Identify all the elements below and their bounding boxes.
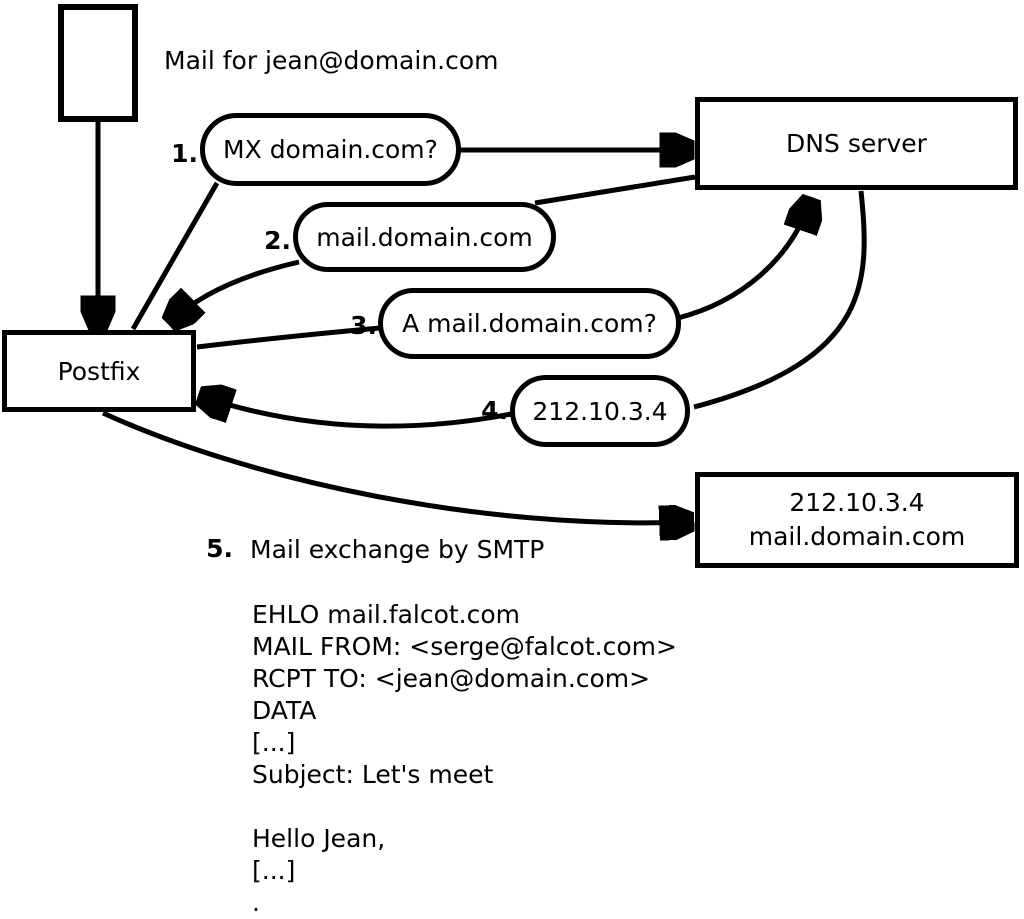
smtp-session-transcript: EHLO mail.falcot.com MAIL FROM: <serge@f…: [252, 600, 677, 917]
mx-answer-label: mail.domain.com: [316, 222, 533, 252]
arrow-a-answer-to-postfix: [203, 397, 512, 429]
step-5-number: 5.: [206, 534, 233, 563]
step-1-number: 1.: [171, 139, 198, 168]
arrow-a-query-to-dns: [677, 202, 810, 321]
mail-message-icon: [58, 4, 138, 122]
step-2-number: 2.: [264, 226, 291, 255]
mail-server-hostname: mail.domain.com: [748, 522, 966, 551]
step-3-number: 3.: [350, 311, 377, 340]
line-postfix-to-mx-query: [130, 181, 220, 331]
a-answer-pill: 212.10.3.4: [510, 375, 690, 447]
a-query-pill: A mail.domain.com?: [378, 288, 681, 359]
line-postfix-to-a-query: [196, 325, 381, 350]
postfix-node: Postfix: [2, 330, 196, 412]
postfix-label: Postfix: [57, 356, 141, 386]
dns-server-node: DNS server: [695, 97, 1018, 190]
line-dns-to-mx-answer: [534, 174, 696, 206]
diagram-title: Mail for jean@domain.com: [164, 46, 499, 75]
arrow-mx-answer-to-postfix: [172, 259, 300, 321]
mail-server-ip: 212.10.3.4: [789, 488, 925, 517]
mx-answer-pill: mail.domain.com: [293, 202, 556, 272]
a-query-label: A mail.domain.com?: [402, 309, 657, 338]
mx-query-pill: MX domain.com?: [200, 113, 461, 186]
mail-server-node: 212.10.3.4 mail.domain.com: [695, 472, 1019, 568]
step-5-label: Mail exchange by SMTP: [250, 535, 545, 564]
mx-query-label: MX domain.com?: [223, 135, 438, 164]
a-answer-label: 212.10.3.4: [532, 396, 668, 426]
arrow-postfix-to-mailserver-smtp: [101, 410, 689, 523]
line-dns-to-a-answer: [693, 190, 867, 410]
dns-server-label: DNS server: [786, 129, 927, 158]
step-4-number: 4.: [481, 396, 508, 425]
